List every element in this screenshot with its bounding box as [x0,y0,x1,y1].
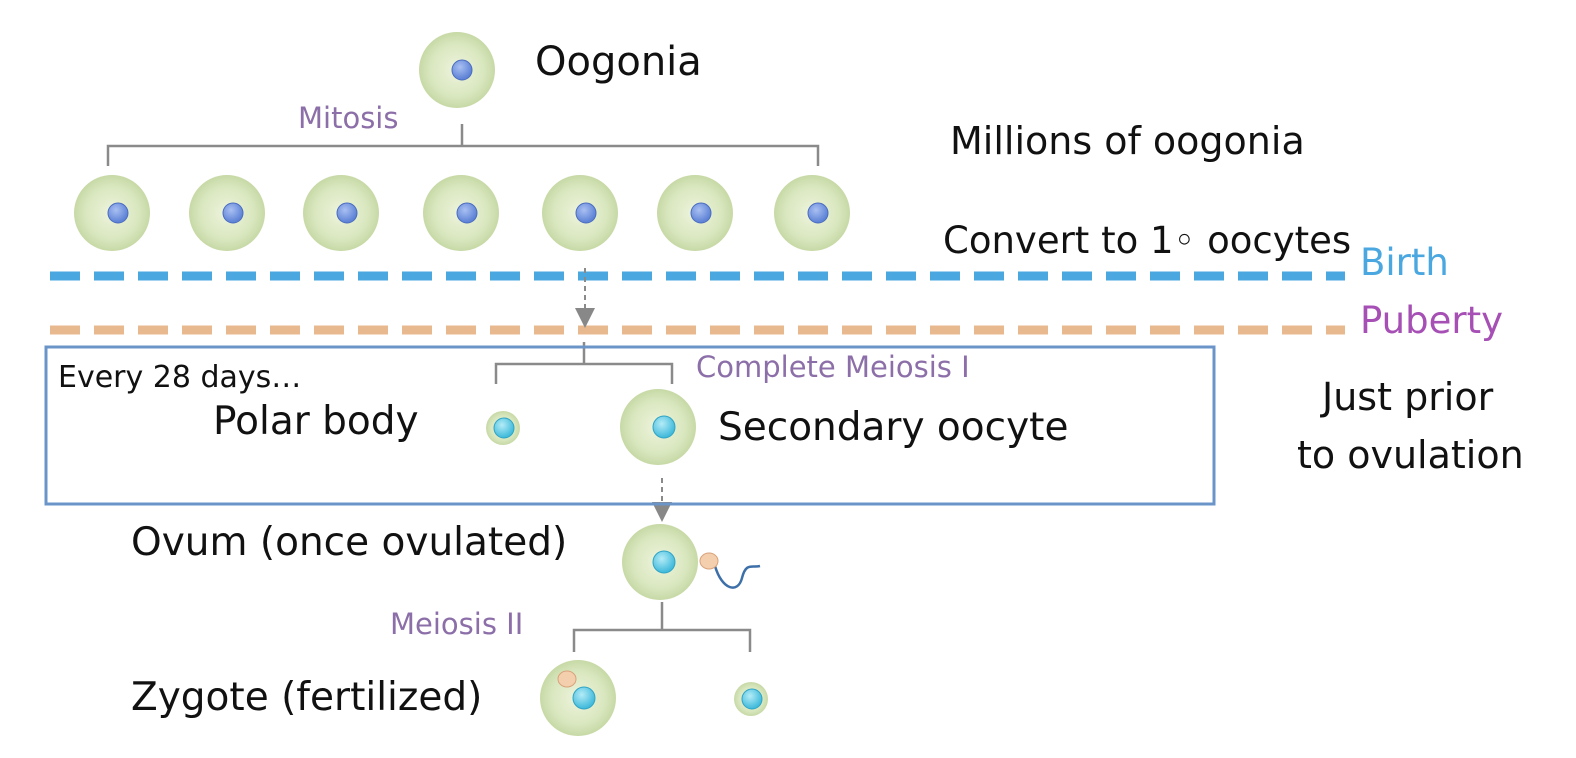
oogonia-cell [419,32,495,108]
mitosis-label: Mitosis [298,101,399,135]
complete-meiosis1-label: Complete Meiosis I [696,350,970,384]
birth-label: Birth [1360,241,1449,284]
just-prior-label: Just prior [1322,375,1494,419]
oogonia-row-cell [423,175,499,251]
oogonia-row-cell [189,175,265,251]
zygote-label: Zygote (fertilized) [131,675,483,720]
ovulation-box [44,345,1216,506]
zygote-cell [540,660,616,736]
meiosis2-label: Meiosis II [390,607,524,641]
ovum-label: Ovum (once ovulated) [131,520,568,565]
puberty-label: Puberty [1360,299,1503,342]
second-polar-body-cell [734,682,768,716]
convert-label: Convert to 1◦ oocytes [943,219,1352,262]
millions-label: Millions of oogonia [950,119,1305,163]
polar-body-label: Polar body [213,399,419,444]
every28-label: Every 28 days… [58,360,302,395]
secondary-oocyte-cell [620,389,696,465]
mitosis-bracket [106,124,820,166]
oogonia-row [74,175,850,251]
sperm [699,552,761,589]
meiosis2-bracket [572,602,752,652]
oogonia-row-cell [303,175,379,251]
polar-body-cell [486,411,520,445]
oogonia-row-cell [657,175,733,251]
oogonia-row-cell [774,175,850,251]
to-ovulation-label: to ovulation [1297,433,1524,477]
meiosis1-bracket [494,342,674,384]
oogonia-row-cell [542,175,618,251]
secondary-oocyte-label: Secondary oocyte [718,405,1069,450]
oogonia-label: Oogonia [535,39,702,85]
ovum-cell [622,524,698,600]
oogonia-row-cell [74,175,150,251]
